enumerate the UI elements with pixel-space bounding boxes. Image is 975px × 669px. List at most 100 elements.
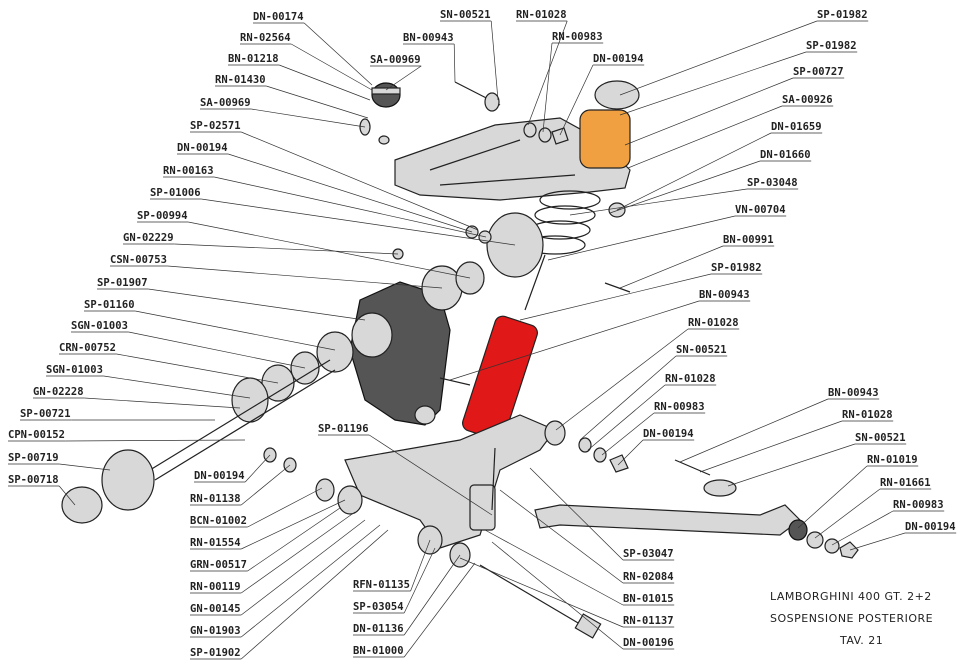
leader-line [579,355,677,441]
leader-line [490,20,499,101]
leader-line [247,487,323,528]
part-label: RN-02084 [623,571,674,583]
part-label: RN-01138 [190,493,241,505]
leader-line [403,554,461,636]
leader-line [385,65,422,91]
part-label: SP-01982 [817,9,868,21]
part-label: SGN-01003 [71,320,128,332]
orange-bump-stop [579,109,631,169]
part-label: BN-00991 [723,234,774,246]
leader-line [529,467,624,561]
part-label: RFN-01135 [353,579,410,591]
part-label: GN-00145 [190,603,241,615]
part-label: CRN-00752 [59,342,116,354]
leader-line [174,243,399,255]
leader-line [214,176,487,238]
part-label: RN-01661 [880,477,931,489]
part-label: SA-00926 [782,94,833,106]
part-label: BN-00943 [828,387,879,399]
part-label: BN-01000 [353,645,404,657]
part-label: RN-01028 [516,9,567,21]
leader-line [797,465,868,529]
part-label: GRN-00517 [190,559,247,571]
leader-line [601,412,655,456]
part-label: BCN-01002 [190,515,247,527]
part-label: DN-00194 [194,470,245,482]
part-label: RN-01554 [190,537,241,549]
part-label: DN-00194 [905,521,956,533]
part-label: DN-00194 [593,53,644,65]
leader-line [240,464,291,506]
part-label: RN-00983 [654,401,705,413]
leader-line [491,541,624,650]
leader-line [58,485,76,506]
leader-line [188,221,471,279]
part-label: RN-01028 [688,317,739,329]
spring-top-cup [594,80,640,110]
part-label: SP-03047 [623,548,674,560]
part-label: RN-01137 [623,615,674,627]
part-label: CPN-00152 [8,429,65,441]
upper-wishbone [394,117,631,201]
leader-line [609,160,761,214]
leader-line [814,488,881,539]
leader-line [679,398,829,463]
part-label: SP-01902 [190,647,241,659]
leader-line [624,77,794,146]
leader-line [251,108,366,128]
part-label: BN-00943 [699,289,750,301]
leader-line [617,439,644,466]
part-label: SP-01982 [711,262,762,274]
leader-line [116,353,279,384]
leader-line [303,22,373,86]
leader-line [547,215,736,261]
part-label: RN-00119 [190,581,241,593]
leader-line [65,439,246,442]
leader-line [699,420,843,473]
part-label: SA-00969 [370,54,421,66]
caption-title: LAMBORGHINI 400 GT. 2+2 [770,590,932,603]
leader-line [59,463,111,471]
leader-line [103,375,251,399]
part-label: GN-01903 [190,625,241,637]
part-label: SP-01160 [84,299,135,311]
leader-line [619,245,724,289]
part-label: DN-00194 [177,142,228,154]
half-shaft [149,359,331,471]
part-label: SP-02571 [190,120,241,132]
part-label: SP-01907 [97,277,148,289]
leader-line [587,384,666,451]
leader-line [527,20,568,126]
lower-wishbone [344,414,556,549]
leader-line [247,507,341,572]
leader-lines [8,20,957,660]
part-label: BN-00943 [403,32,454,44]
part-label: RN-01019 [867,454,918,466]
part-label: SN-00521 [440,9,491,21]
part-label: SP-03048 [747,177,798,189]
part-labels: DN-00174RN-02564BN-01218RN-01430SA-00969… [8,9,956,659]
leader-line [569,188,748,216]
leader-line [616,132,772,211]
leader-line [279,64,371,101]
part-label: BN-01218 [228,53,279,65]
leader-line [627,105,783,169]
leader-line [369,434,493,516]
trailing-arm [534,504,801,536]
part-label: SP-01006 [150,187,201,199]
part-label: SP-01196 [318,423,369,435]
caption-table: TAV. 21 [839,634,883,647]
long-pivot-bolt [479,564,591,631]
leader-line [410,539,431,592]
part-label: DN-01659 [771,121,822,133]
caption-subtitle: SOSPENSIONE POSTERIORE [770,612,933,625]
leader-line [559,64,594,136]
part-label: DN-00194 [643,428,694,440]
leader-line [453,43,456,83]
wheel-hub [101,449,155,511]
leader-line [240,529,389,660]
part-label: RN-01028 [665,373,716,385]
part-label: SN-00521 [676,344,727,356]
leader-line [619,20,818,96]
